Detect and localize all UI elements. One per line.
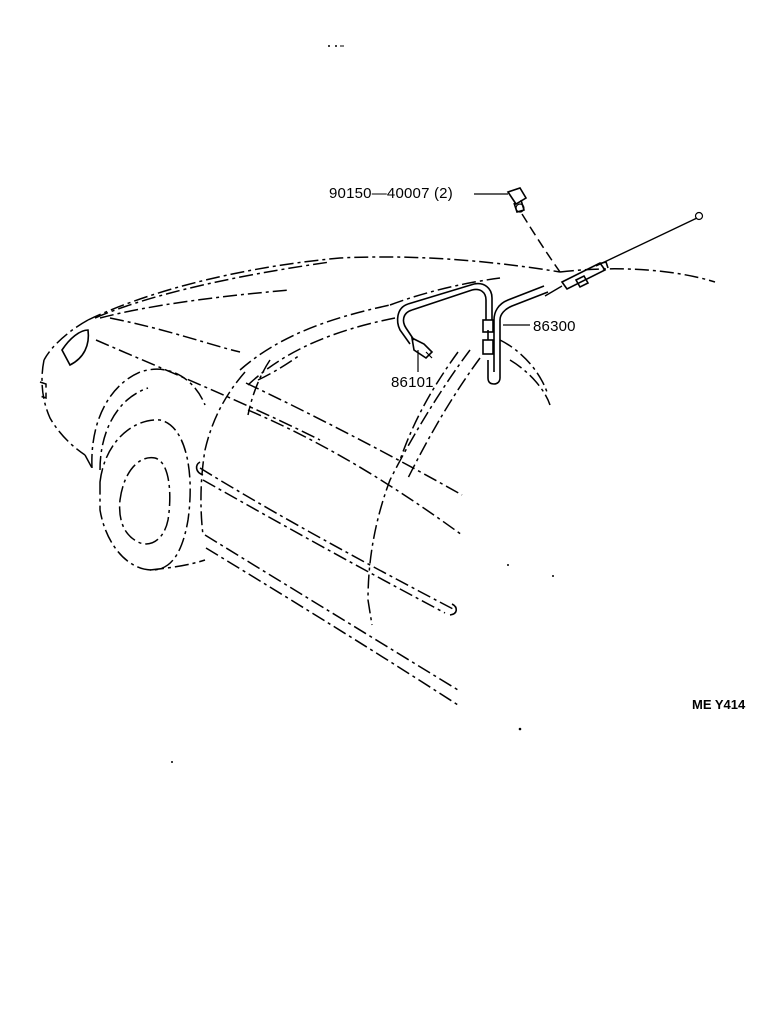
bolt-part bbox=[506, 187, 528, 213]
diagram-code: ME Y414 bbox=[692, 697, 746, 712]
antenna-assembly bbox=[396, 187, 704, 385]
car-body-outline bbox=[39, 256, 716, 706]
stray-marks bbox=[171, 45, 554, 763]
callout-label-antenna: 86300 bbox=[533, 318, 576, 335]
callout-label-bolt: 90150—40007 (2) bbox=[329, 185, 453, 202]
antenna-rod bbox=[544, 211, 704, 297]
antenna-cable bbox=[396, 282, 549, 385]
callout-label-cable: 86101 bbox=[391, 374, 434, 391]
